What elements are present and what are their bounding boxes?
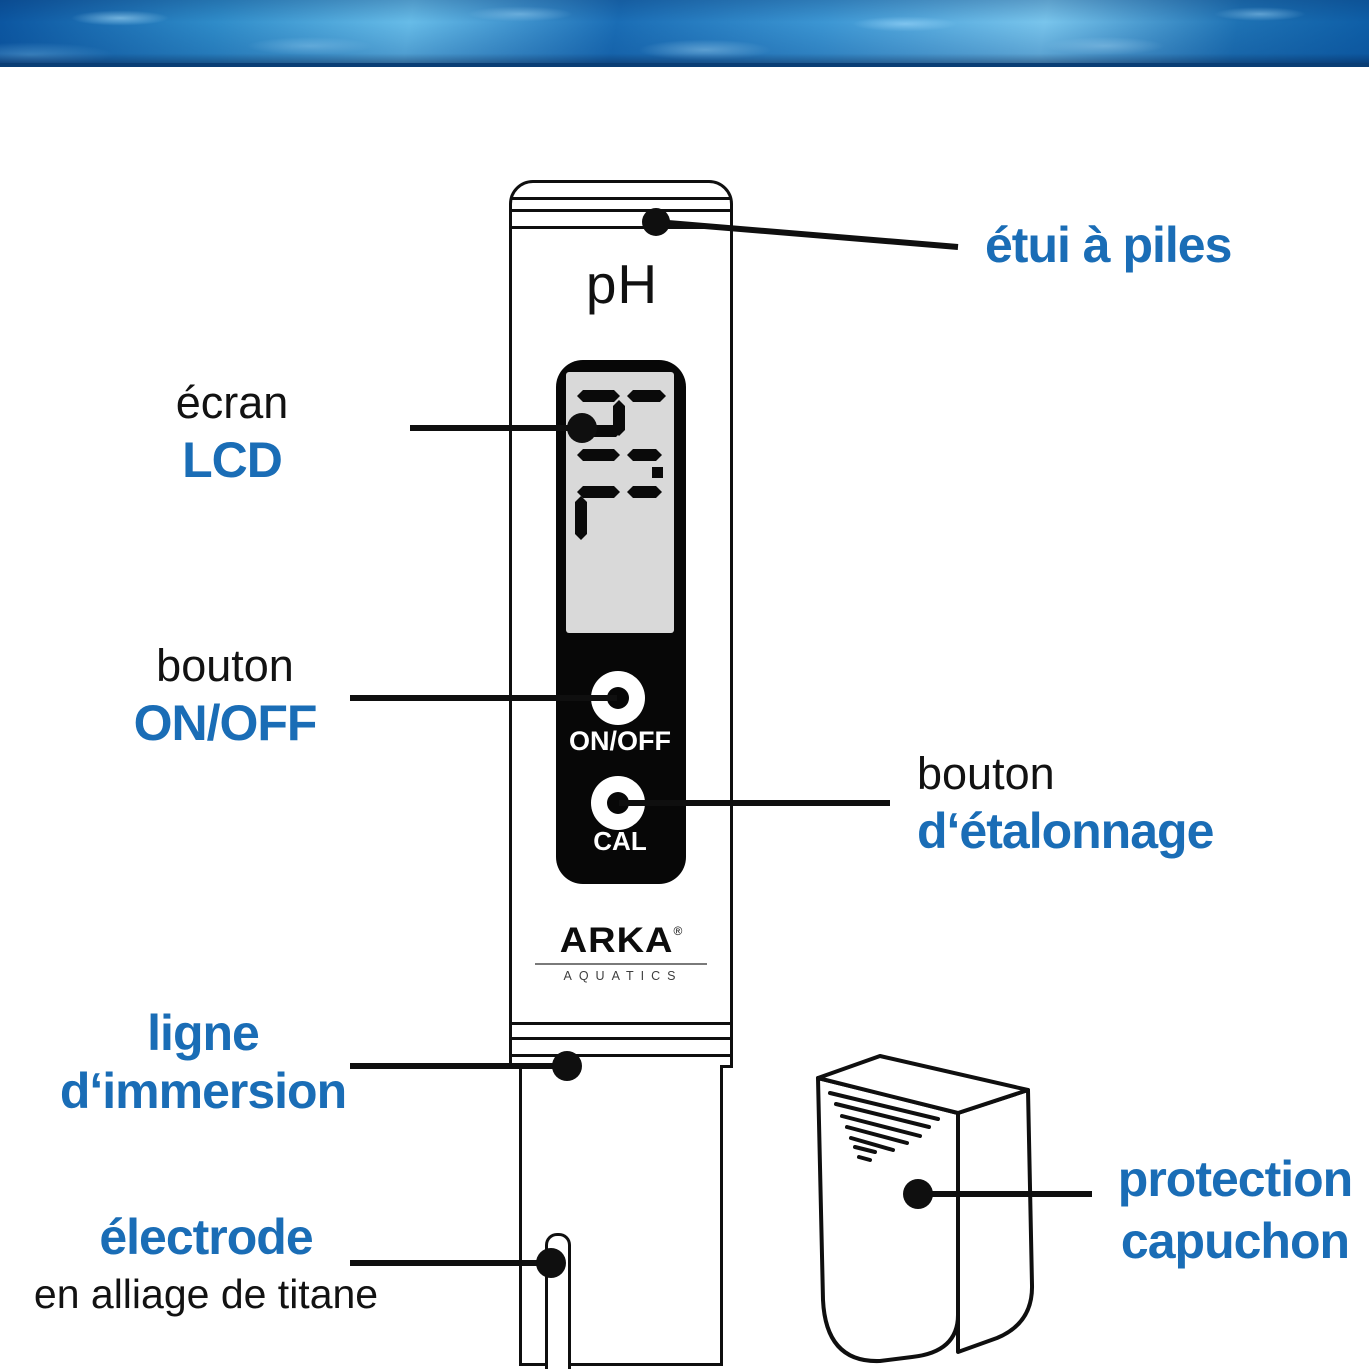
- leader-battery: [655, 219, 959, 250]
- underwater-banner-image: [0, 0, 1369, 67]
- leader-lines: [350, 219, 1092, 1266]
- immersion-line-mark: [511, 1022, 731, 1025]
- pointer-dots: [536, 208, 933, 1278]
- pointer-dot-battery: [642, 208, 670, 236]
- lcd-digits: [574, 390, 666, 540]
- pointer-dot-cap: [903, 1179, 933, 1209]
- protection-cap-drawing: [816, 1054, 1035, 1364]
- label-lcd-screen: écran LCD: [175, 377, 289, 488]
- logo-divider: [535, 963, 707, 965]
- label-immersion-line: ligne d‘immersion: [59, 1005, 347, 1119]
- pointer-dot-immersion: [552, 1051, 582, 1081]
- onoff-button-label: ON/OFF: [569, 726, 671, 756]
- registered-trademark-icon: ®: [673, 924, 683, 938]
- model-label: pH: [585, 253, 659, 315]
- pointer-dot-screen: [567, 413, 597, 443]
- label-protection-cap: protection capuchon: [1117, 1151, 1353, 1269]
- immersion-line-mark: [511, 1037, 731, 1040]
- label-onoff-button: bouton ON/OFF: [133, 640, 318, 751]
- cal-button: [591, 776, 645, 830]
- label-calibration-button: bouton d‘étalonnage: [917, 748, 1214, 859]
- label-electrode: électrode en alliage de titane: [33, 1209, 379, 1317]
- onoff-button: [591, 671, 645, 725]
- battery-cap-line: [511, 209, 731, 212]
- battery-cap-line: [511, 197, 731, 200]
- label-battery-case: étui à piles: [985, 217, 1232, 273]
- pointer-dot-electrode: [536, 1248, 566, 1278]
- cal-button-label: CAL: [593, 826, 647, 856]
- brand-name: ARKA: [559, 921, 674, 961]
- brand-subtitle: AQUATICS: [563, 969, 683, 983]
- arka-logo: ARKA® AQUATICS: [533, 922, 709, 983]
- immersion-line-mark: [511, 1054, 731, 1057]
- cap-grip-lines: [828, 1091, 940, 1162]
- battery-cap-line: [511, 226, 731, 229]
